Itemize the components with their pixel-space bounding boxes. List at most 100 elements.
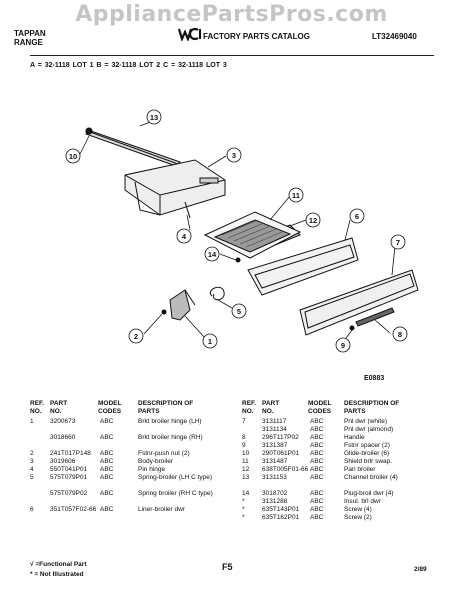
desc-cell: Glide-broiler (6): [344, 450, 390, 457]
brand-name: TAPPAN: [14, 29, 46, 38]
codes-cell: ABC: [100, 474, 114, 481]
header-model-codes: MODEL CODES: [308, 400, 332, 415]
callout-2-label: 2: [134, 332, 138, 341]
callout-13: [146, 109, 162, 125]
callout-13-label: 13: [150, 113, 158, 122]
codes-cell: ABC: [100, 506, 114, 513]
callout-11: [288, 187, 304, 203]
callout-10-label: 10: [69, 152, 77, 161]
revision-date: 2/89: [414, 566, 427, 573]
document-number: LT32469040: [372, 32, 417, 41]
callout-4: [176, 228, 192, 244]
desc-cell: Channel broiler (4): [344, 474, 398, 481]
callout-14: [204, 246, 220, 262]
callout-8-label: 8: [398, 330, 402, 339]
part-cell: 3200673: [50, 418, 76, 425]
callout-7-label: 7: [396, 238, 400, 247]
codes-cell: ABC: [310, 490, 324, 497]
callout-9: [335, 337, 351, 353]
ref-cell: *: [242, 498, 245, 505]
codes-cell: ABC: [100, 490, 114, 497]
codes-cell: ABC: [310, 434, 324, 441]
page-number: F5: [222, 562, 233, 572]
part-cell: 3131387: [262, 442, 288, 449]
part-cell: 296T117P02: [262, 434, 299, 441]
ref-cell: *: [242, 514, 245, 521]
codes-cell: ABC: [310, 442, 324, 449]
ref-cell: 7: [242, 418, 246, 425]
watermark: AppliancePartsPros.com: [75, 2, 388, 27]
lot-codes: A = 32-1118 LOT 1 B = 32-1118 LOT 2 C = …: [30, 62, 227, 69]
part-cell: 575T079P01: [50, 474, 88, 481]
part-cell: 635T143P01: [262, 506, 300, 513]
desc-cell: Spring broiler (RH C type): [138, 490, 213, 497]
desc-cell: Shield brlr swap.: [344, 458, 393, 465]
codes-cell: ABC: [100, 466, 114, 473]
ref-cell: 9: [242, 442, 246, 449]
codes-cell: ABC: [310, 450, 324, 457]
codes-cell: ABC: [310, 498, 324, 505]
parts-table-left: REF. NO. PART NO. MODEL CODES DESCRIPTIO…: [30, 400, 230, 514]
part-cell: 241T017P148: [50, 450, 91, 457]
ref-cell: 6: [30, 506, 34, 513]
callout-1: [202, 333, 218, 349]
ref-cell: *: [242, 506, 245, 513]
ref-cell: 12: [242, 466, 250, 473]
codes-cell: ABC: [310, 474, 324, 481]
callout-14-label: 14: [208, 250, 217, 259]
part-cell: 3131153: [262, 474, 287, 481]
header-part-no: PART NO.: [50, 400, 68, 415]
part-cell: 290T061P01: [262, 450, 300, 457]
callout-12-label: 12: [309, 216, 317, 225]
desc-cell: Liner-broiler dwr: [138, 506, 185, 513]
part-cell: 351T057F02-66: [50, 506, 97, 513]
callout-10: [65, 148, 81, 164]
part-cell: 3131288: [262, 498, 288, 505]
callout-3-label: 3: [232, 151, 236, 160]
ref-cell: 10: [242, 450, 250, 457]
table-row: 2 241T017P148 ABC Fstnr-push nut (2): [30, 450, 230, 458]
part-cell: 635T162P01: [262, 514, 300, 521]
table-row: 10 290T061P01 ABC Glide-broiler (6): [242, 450, 442, 458]
legend-functional: √ =Functional Part: [30, 561, 87, 568]
part-cell: 3018702: [262, 490, 288, 497]
codes-cell: ABC: [100, 434, 114, 441]
catalog-title: FACTORY PARTS CATALOG: [203, 32, 310, 41]
part-cell: 3131134: [262, 426, 287, 433]
header-part-no: PART NO.: [262, 400, 280, 415]
parts-table-right: REF. NO. PART NO. MODEL CODES DESCRIPTIO…: [242, 400, 442, 522]
header-model-codes: MODEL CODES: [98, 400, 122, 415]
desc-cell: Handle: [344, 434, 365, 441]
ref-cell: 1: [30, 418, 34, 425]
desc-cell: Pin hinge: [138, 466, 166, 473]
desc-cell: Brkt broiler hinge (RH): [138, 434, 203, 441]
callout-5: [231, 303, 247, 319]
desc-cell: Fstnr-push nut (2): [138, 450, 190, 457]
ref-cell: 14: [242, 490, 250, 497]
desc-cell: Pnl dwr (white): [344, 418, 387, 425]
product-type: RANGE: [14, 38, 43, 47]
legend: √ =Functional Part * = Not Illustrated: [30, 560, 86, 580]
part-cell: 3131487: [262, 458, 288, 465]
callout-7: [390, 234, 406, 250]
ref-cell: 2: [30, 450, 34, 457]
callout-8: [392, 326, 408, 342]
callout-6-label: 6: [355, 212, 359, 221]
codes-cell: ABC: [100, 450, 114, 457]
codes-cell: ABC: [310, 506, 324, 513]
